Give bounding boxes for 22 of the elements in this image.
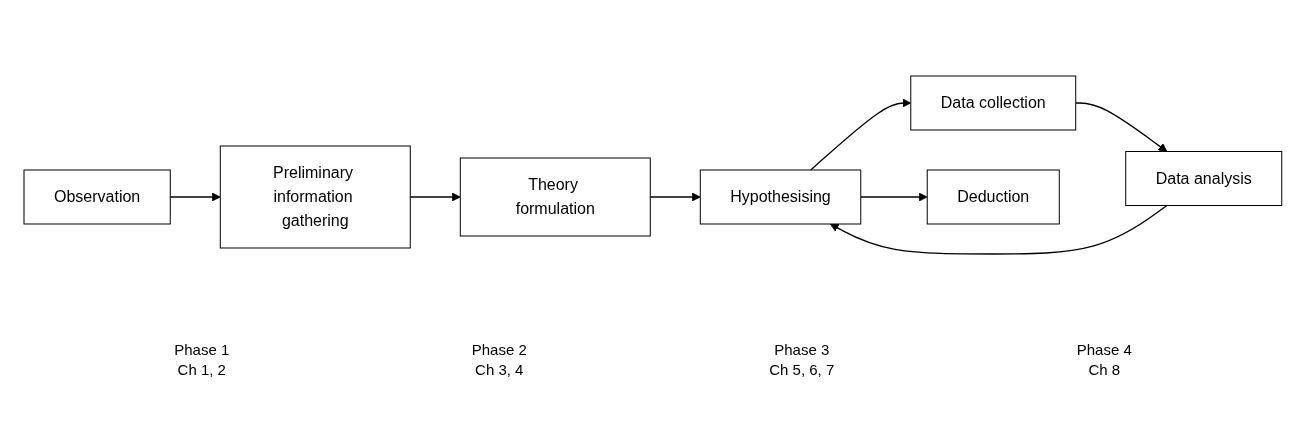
- phase-label: Phase 2: [471, 340, 527, 360]
- node-box: Theory formulation: [459, 157, 651, 237]
- arrow: [810, 98, 912, 171]
- node-box: Data analysis: [1125, 151, 1283, 206]
- chapter-label: Ch 5, 6, 7: [769, 360, 835, 380]
- node-box: Deduction: [926, 169, 1060, 225]
- arrow: [1075, 102, 1168, 152]
- node-box: Data collection: [910, 75, 1077, 131]
- node-box: Observation: [23, 169, 171, 225]
- phase-label: Phase 4: [1076, 340, 1132, 360]
- chapter-label: Ch 1, 2: [177, 360, 226, 380]
- node-box: Hypothesising: [699, 169, 862, 225]
- arrow: [649, 192, 701, 202]
- phase-label: Phase 3: [774, 340, 830, 360]
- arrow: [409, 192, 461, 202]
- arrow: [830, 204, 1168, 255]
- phase-label: Phase 1: [174, 340, 230, 360]
- arrow: [169, 192, 221, 202]
- chapter-label: Ch 3, 4: [475, 360, 524, 380]
- node-box: Preliminary information gathering: [219, 145, 411, 249]
- arrow: [860, 192, 928, 202]
- chapter-label: Ch 8: [1088, 360, 1121, 380]
